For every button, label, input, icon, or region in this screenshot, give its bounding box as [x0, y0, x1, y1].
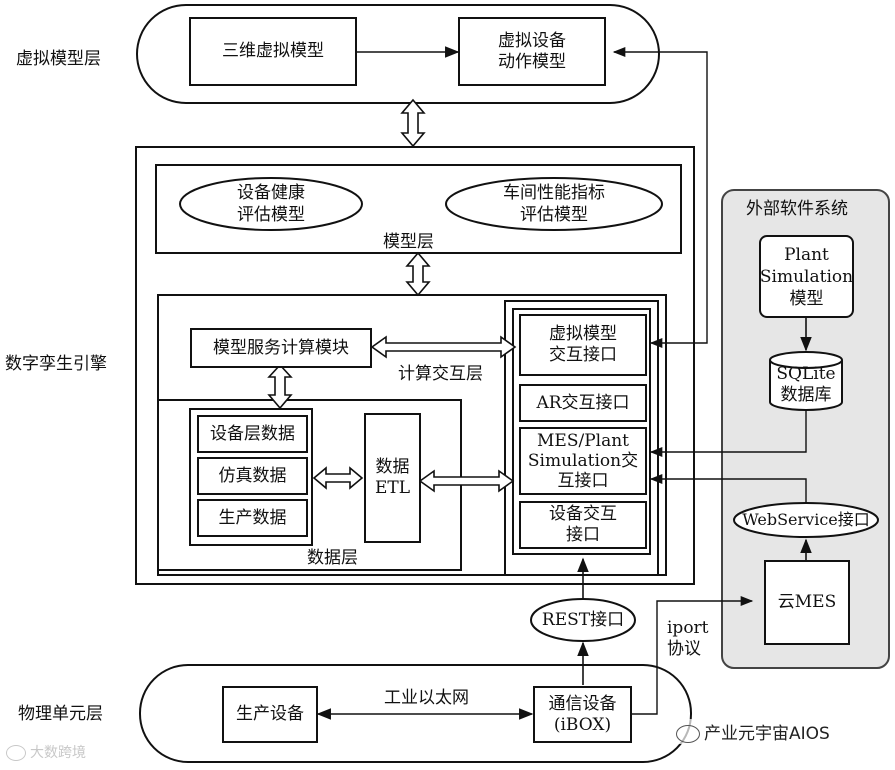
health-model-label-2: 评估模型: [237, 205, 305, 225]
model-layer-title: 模型层: [383, 232, 434, 252]
comm-device-box: 通信设备 (iBOX): [533, 686, 632, 743]
sqlite-to-mes-arrow: [649, 410, 807, 458]
virtual-interface-link: [612, 46, 708, 349]
virtual-interface-label-1: 虚拟模型: [549, 324, 617, 344]
iport-label-1: iport: [667, 618, 709, 638]
ethernet-label: 工业以太网: [384, 688, 469, 708]
data-group-frame: [189, 408, 313, 546]
prod-data-box: 生产数据: [197, 499, 308, 537]
ar-interface-label: AR交互接口: [536, 392, 630, 413]
cloud-mes-label: 云MES: [777, 592, 837, 612]
model-3d-label: 三维虚拟模型: [222, 41, 324, 61]
interface-inner-frame: [512, 308, 651, 555]
health-model-ellipse: [179, 177, 363, 231]
watermark-right-text: 产业元宇宙AIOS: [704, 724, 830, 744]
service-module-label: 模型服务计算模块: [213, 337, 349, 358]
watermark-left: 大数跨境: [6, 742, 86, 762]
prod-equipment-label: 生产设备: [236, 704, 304, 724]
etl-label-2: ETL: [374, 478, 411, 498]
virtual-interface-label-2: 交互接口: [549, 345, 617, 365]
plant-sim-label-2: Simulation: [759, 266, 854, 287]
device-interface-box: 设备交互 接口: [519, 501, 647, 549]
mes-interface-label-2: Simulation交: [527, 451, 639, 471]
data-etl-double-arrow: [312, 466, 364, 490]
wechat-icon: [676, 725, 700, 743]
device-data-box: 设备层数据: [197, 415, 308, 453]
cloud-mes-box: 云MES: [764, 560, 850, 645]
service-data-double-arrow: [267, 363, 293, 410]
iport-protocol-text: iport 协议: [667, 618, 709, 660]
etl-interface-double-arrow: [418, 469, 515, 493]
iport-label-2: 协议: [667, 639, 701, 659]
plant-sim-box: Plant Simulation 模型: [759, 235, 854, 318]
ar-interface-box: AR交互接口: [519, 384, 647, 422]
sim-data-label: 仿真数据: [218, 465, 287, 486]
action-model-label-1: 虚拟设备: [498, 30, 566, 51]
etl-box: 数据 ETL: [364, 413, 421, 543]
engine-layer-label: 数字孪生引擎: [5, 354, 107, 374]
engine-frame: [135, 146, 695, 585]
sqlite-cylinder: [769, 351, 843, 411]
webservice-to-mes-arrow: [649, 473, 807, 503]
mes-interface-label-1: MES/Plant: [537, 431, 629, 451]
iport-link-arrow: [632, 595, 754, 715]
compute-layer-title: 计算交互层: [398, 364, 483, 384]
mes-interface-box: MES/Plant Simulation交 互接口: [519, 427, 647, 495]
action-model-label-2: 动作模型: [498, 51, 566, 72]
watermark-right: 产业元宇宙AIOS: [676, 719, 830, 744]
data-layer-title: 数据层: [307, 548, 358, 568]
sqlite-text: SQLite 数据库: [776, 364, 835, 406]
virtual-engine-double-arrow: [400, 98, 426, 148]
comm-device-label-2: (iBOX): [553, 714, 612, 735]
action-model-box: 虚拟设备 动作模型: [458, 17, 606, 86]
device-interface-label-1: 设备交互: [549, 504, 617, 524]
model-compute-double-arrow: [405, 251, 431, 297]
rest-interface-label: REST接口: [541, 610, 625, 630]
virtual-layer-label: 虚拟模型层: [16, 49, 101, 69]
device-interface-label-2: 接口: [566, 525, 600, 545]
device-data-label: 设备层数据: [210, 423, 295, 444]
service-module-box: 模型服务计算模块: [190, 328, 372, 368]
model-3d-box: 三维虚拟模型: [189, 17, 357, 86]
comm-device-label-1: 通信设备: [548, 693, 617, 714]
perf-model-label-1: 车间性能指标: [503, 183, 605, 203]
sqlite-label-1: SQLite: [776, 364, 836, 384]
watermark-left-text: 大数跨境: [30, 745, 86, 761]
watermark-logo-icon: [6, 745, 26, 761]
prod-equipment-box: 生产设备: [222, 686, 318, 743]
plant-sim-label-3: 模型: [789, 288, 824, 309]
webservice-label: WebService接口: [742, 510, 870, 529]
service-interface-double-arrow: [370, 335, 517, 359]
etl-label-1: 数据: [375, 457, 410, 477]
mes-interface-label-3: 互接口: [557, 471, 609, 491]
perf-model-label-2: 评估模型: [520, 205, 588, 225]
sqlite-label-2: 数据库: [780, 385, 832, 405]
prod-data-label: 生产数据: [218, 507, 287, 528]
physical-layer-label: 物理单元层: [18, 704, 103, 724]
plant-sim-label-1: Plant: [784, 244, 829, 265]
perf-model-text: 车间性能指标 评估模型: [503, 182, 605, 226]
sim-data-box: 仿真数据: [197, 457, 308, 495]
virtual-interface-box: 虚拟模型 交互接口: [519, 314, 647, 376]
health-model-text: 设备健康 评估模型: [237, 182, 305, 226]
health-model-label-1: 设备健康: [237, 183, 305, 203]
external-panel-title: 外部软件系统: [746, 199, 848, 219]
